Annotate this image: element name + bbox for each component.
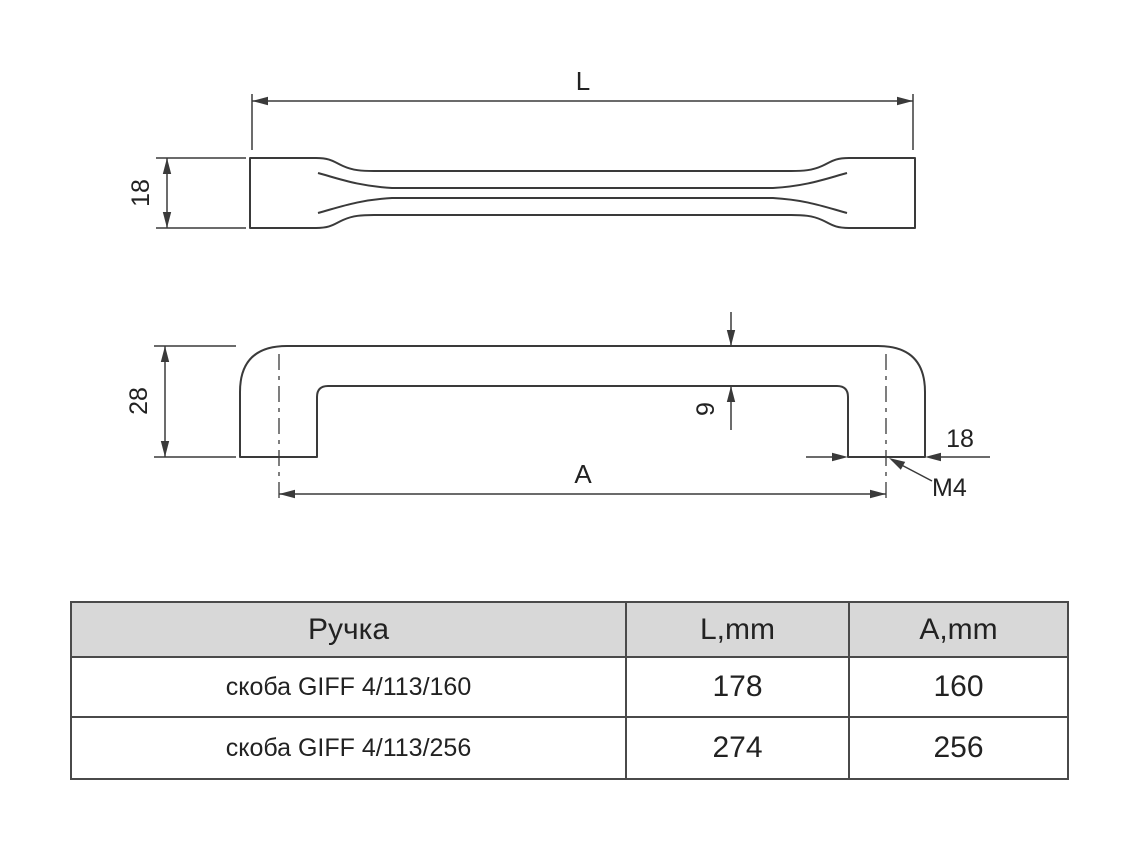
table-row-1-L: 274 [627,718,850,778]
front-view [249,157,916,229]
dim-label-foot-width: 18 [946,425,974,453]
dim-label-height: 28 [125,387,153,415]
dimension-18-foot-width: 18 [806,425,990,462]
dimension-L: L [251,66,914,150]
dim-label-bar-thickness: 9 [692,402,720,416]
spec-table: Ручка L,mm A,mm скоба GIFF 4/113/160 178… [70,601,1069,780]
thread-label: M4 [932,474,967,502]
table-header-L: L,mm [627,603,850,658]
thread-callout: M4 [889,458,967,502]
dim-label-end-height: 18 [127,179,155,207]
dimension-9-thickness: 9 [692,312,736,430]
front-view-slot-top-line [317,172,848,189]
profile-view-outline [239,345,926,458]
table-header-A: A,mm [850,603,1067,658]
table-row-1-name: скоба GIFF 4/113/256 [72,718,627,778]
handle-drawing: L 18 28 [125,66,990,503]
table-row-0-name: скоба GIFF 4/113/160 [72,658,627,718]
dimension-28-height: 28 [125,345,236,458]
profile-view [239,345,926,503]
dim-label-L: L [576,66,590,96]
dimension-A: A [279,459,886,499]
table-header-handle: Ручка [72,603,627,658]
dimension-18-end-height: 18 [127,157,246,229]
dim-label-hole-spacing: A [574,459,592,489]
front-view-slot-bottom-line [317,197,848,214]
table-row-0-L: 178 [627,658,850,718]
table-row-0-A: 160 [850,658,1067,718]
table-row-1-A: 256 [933,731,984,764]
front-view-outline [249,157,916,229]
